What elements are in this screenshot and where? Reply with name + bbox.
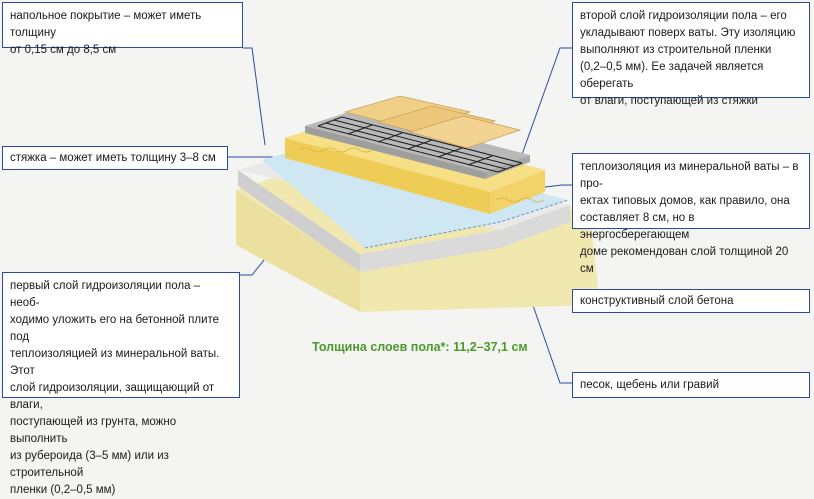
reinforcement-mesh (317, 116, 523, 173)
label-second-waterproofing: второй слой гидроизоляции пола – его укл… (572, 2, 810, 107)
label-mineral-wool: теплоизоляция из минеральной ваты – в пр… (572, 153, 810, 275)
caption-label: Толщина слоев пола*: (312, 340, 450, 354)
leader-second-waterproofing (519, 47, 572, 161)
floor-covering-boards (343, 95, 522, 149)
label-floor-covering: напольное покрытие – может иметь толщину… (2, 2, 243, 56)
label-concrete: конструктивный слой бетона (572, 289, 810, 313)
label-screed: стяжка – может иметь толщину 3–8 см (2, 146, 228, 170)
leader-floor-covering (243, 47, 266, 146)
label-sand: песок, щебень или гравий (572, 372, 810, 398)
caption-value: 11,2–37,1 см (449, 340, 528, 354)
layers-thickness-caption: Толщина слоев пола*: 11,2–37,1 см (312, 340, 528, 354)
floor-layers-diagram (228, 47, 600, 384)
label-first-waterproofing: первый слой гидроизоляции пола – необ- х… (2, 272, 240, 496)
